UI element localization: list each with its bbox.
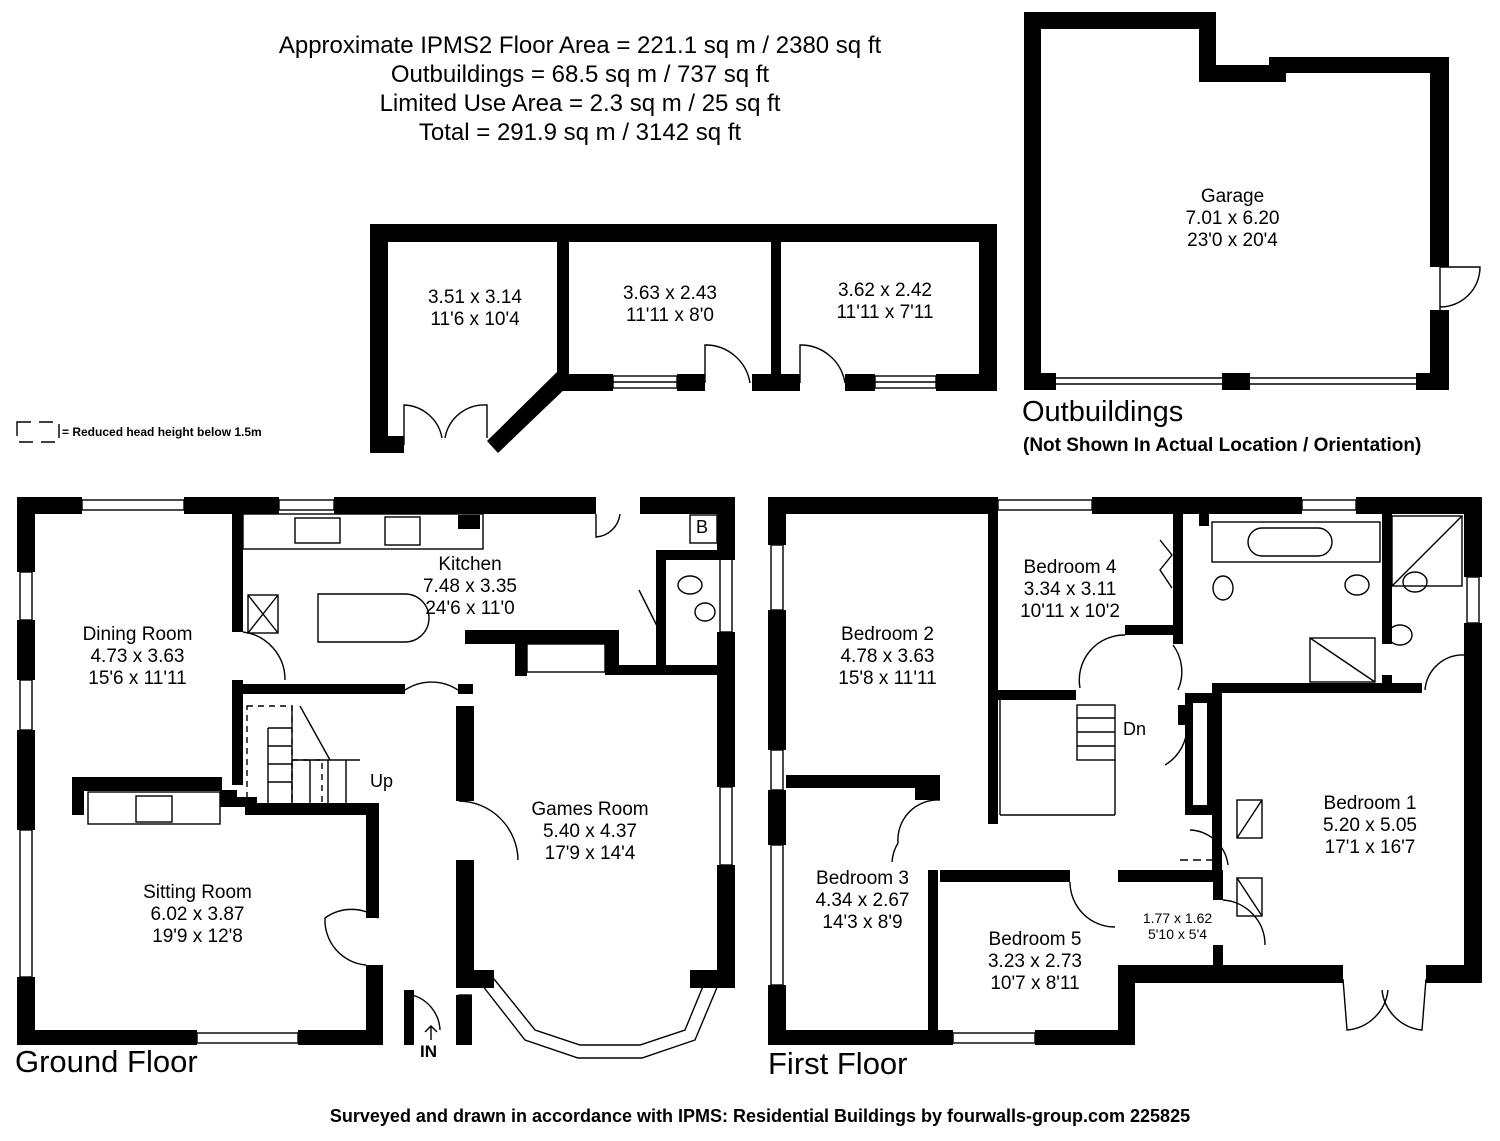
stairs-up-label: Up — [370, 771, 394, 791]
store-2-label: 3.63 x 2.43 11'11 x 8'0 — [622, 283, 718, 326]
area-summary-outbuildings: Outbuildings = 68.5 sq m / 737 sq ft — [390, 61, 770, 88]
bedroom-1-label: Bedroom 1 5.20 x 5.05 17'1 x 16'7 — [1322, 793, 1418, 858]
area-summary-total: Total = 291.9 sq m / 3142 sq ft — [418, 119, 742, 146]
entrance-label: IN — [420, 1042, 437, 1061]
first-floor-title: First Floor — [768, 1046, 908, 1081]
store-1-label: 3.51 x 3.14 11'6 x 10'4 — [427, 287, 523, 330]
area-summary-limited-use: Limited Use Area = 2.3 sq m / 25 sq ft — [379, 90, 781, 117]
games-room-label: Games Room 5.40 x 4.37 17'9 x 14'4 — [531, 799, 649, 864]
first-floor-walls — [768, 497, 1482, 1045]
bedroom-5-label: Bedroom 5 3.23 x 2.73 10'7 x 8'11 — [987, 929, 1083, 994]
area-summary-ipms2: Approximate IPMS2 Floor Area = 221.1 sq … — [278, 32, 882, 59]
bedroom-4-label: Bedroom 4 3.34 x 3.11 10'11 x 10'2 — [1020, 557, 1120, 622]
garage-walls — [1024, 12, 1449, 390]
survey-footer: Surveyed and drawn in accordance with IP… — [329, 1106, 1191, 1126]
legend-reduced-head-height: = Reduced head height below 1.5m — [62, 425, 262, 439]
kitchen-label: Kitchen 7.48 x 3.35 24'6 x 11'0 — [422, 554, 518, 619]
boiler-label: B — [696, 517, 709, 537]
ground-floor-walls — [17, 497, 735, 1045]
outbuildings-title: Outbuildings — [1022, 396, 1184, 428]
plan-details — [16, 266, 1481, 1059]
garage-label: Garage 7.01 x 6.20 23'0 x 20'4 — [1185, 186, 1280, 251]
ground-floor-title: Ground Floor — [15, 1044, 198, 1079]
store-3-label: 3.62 x 2.42 11'11 x 7'11 — [836, 280, 934, 323]
stairs-down-label: Dn — [1123, 719, 1147, 739]
sitting-room-label: Sitting Room 6.02 x 3.87 19'9 x 12'8 — [143, 882, 252, 947]
outbuildings-subtitle: (Not Shown In Actual Location / Orientat… — [1023, 435, 1422, 456]
bedroom-2-label: Bedroom 2 4.78 x 3.63 15'8 x 11'11 — [838, 624, 937, 689]
store-walls — [370, 224, 997, 453]
dressing-area-label: 1.77 x 1.62 5'10 x 5'4 — [1142, 910, 1213, 942]
bedroom-3-label: Bedroom 3 4.34 x 2.67 14'3 x 8'9 — [815, 868, 910, 933]
dining-room-label: Dining Room 4.73 x 3.63 15'6 x 11'11 — [82, 624, 193, 689]
